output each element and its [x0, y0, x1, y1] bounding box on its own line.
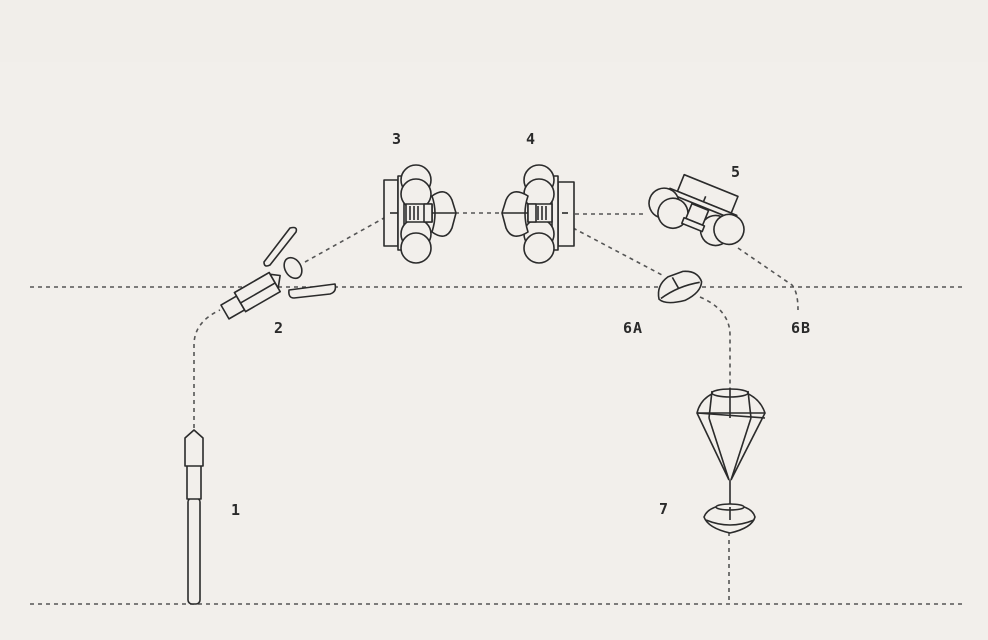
top-band [0, 0, 988, 62]
trajectory-2-to-3 [304, 217, 385, 263]
stage-label-5: 5 [730, 163, 742, 181]
stage-label-6a: 6A [622, 319, 644, 337]
trajectory-4-to-6a [572, 227, 663, 276]
stage-label-2: 2 [273, 319, 285, 337]
service-module-icon [648, 173, 745, 247]
stage-label-6b: 6B [790, 319, 812, 337]
stage-label-4: 4 [525, 130, 537, 148]
spacecraft-cruise-icon [383, 164, 457, 264]
rocket-icon [184, 429, 204, 605]
spacecraft-reversed-icon [501, 164, 575, 264]
capsule-icon [657, 270, 703, 304]
trajectory-6a-to-7 [699, 296, 731, 390]
fairing-separation-icon [220, 226, 337, 320]
parachute-icon [696, 388, 766, 504]
capsule-landing-icon [703, 503, 756, 534]
trajectory-launch [193, 309, 221, 428]
stage-label-1: 1 [230, 501, 242, 519]
trajectory-5-to-6b [737, 247, 799, 311]
stage-label-3: 3 [391, 130, 403, 148]
stage-label-7: 7 [658, 500, 670, 518]
